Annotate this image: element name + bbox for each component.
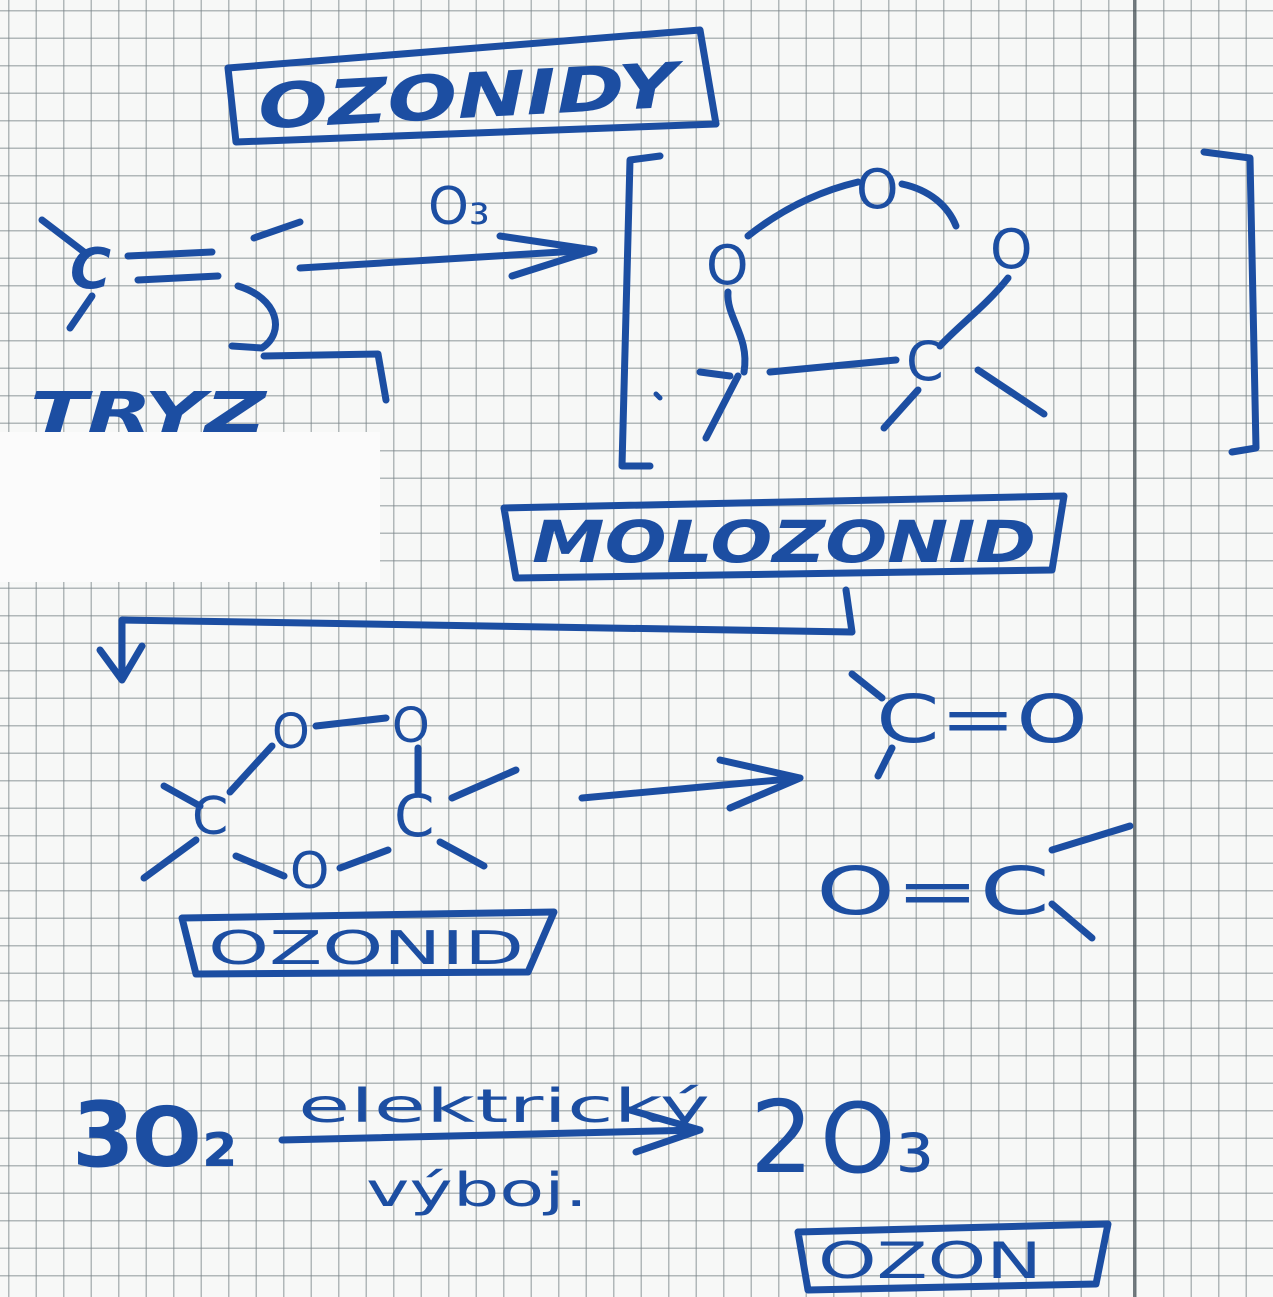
rearrangement-arrow-head [96, 642, 146, 684]
bond-c-right-down [436, 838, 488, 870]
bond-carbon-right [974, 366, 1048, 418]
bond-carbon-wedge [880, 386, 922, 432]
ozone-label-group: OZON [794, 1220, 1112, 1294]
alkene-double-bond-top [124, 248, 216, 260]
bond-o-right-to-carbon [936, 274, 1012, 350]
ozonolysis-arrow-group: O₃ [296, 177, 598, 280]
equation-arrow-head [626, 1106, 704, 1156]
bond-o-bottom-to-c-right [336, 846, 392, 872]
ozone-label-box [794, 1220, 1112, 1294]
alkene-bond-lower-left [66, 292, 96, 332]
carbonyl-top-bond-up [848, 670, 886, 702]
bond-carbon-left-up [696, 368, 734, 380]
alkene-double-bond-bottom [134, 272, 222, 284]
molozonide-oxygen-left: O [706, 234, 749, 297]
reaction-arrow-1-head [496, 232, 598, 280]
ozonide-oxygen-top-left: O [272, 704, 310, 760]
bond-carbon-left-wedge [702, 372, 742, 442]
carbonyl-product-top: C=O [848, 670, 1088, 780]
ozonide-label-box [178, 908, 558, 978]
bond-o-left-to-o-top [744, 178, 862, 240]
reaction-arrow-1 [296, 246, 598, 272]
carbonyl-product-bottom: O=C [816, 822, 1134, 942]
molozonide-oxygen-top: O [856, 158, 899, 221]
reactant-formula: O₂ [132, 1091, 238, 1186]
bond-o-left-to-carbon-left [724, 288, 749, 376]
bond-o-top-to-o-right [898, 180, 960, 230]
carbonyl-bottom-formula: O=C [816, 853, 1050, 930]
equation-arrow [278, 1126, 704, 1144]
molozonide-label: MOLOZONID [532, 508, 1036, 576]
alkene-substituent-bond [260, 350, 390, 404]
product-coefficient: 2 [750, 1079, 814, 1196]
bond-o-top-left-to-o-top-right [312, 714, 390, 730]
alkene-curved-bond [228, 282, 279, 352]
reactant-coefficient: 3 [72, 1083, 135, 1188]
bond-carbon-left-to-carbon [766, 356, 900, 376]
alkene-bond-right [250, 218, 304, 242]
ozonide-label-group: OZONID [178, 908, 558, 978]
ozonide-oxygen-top-right: O [392, 698, 430, 754]
alkene-label: TRYZ [30, 381, 268, 446]
page-margin-line [1133, 0, 1136, 1297]
bracket-right [1200, 148, 1260, 456]
molozonide-label-box [500, 492, 1068, 582]
molozonide-structure: O O O C [618, 148, 1260, 470]
carbonyl-top-formula: C=O [876, 681, 1088, 758]
product-formula: O₃ [820, 1083, 934, 1195]
bond-c-left-to-o-bottom [232, 852, 288, 880]
title-group: OZONIDY [224, 26, 720, 146]
rearrangement-arrow [118, 586, 856, 680]
bond-c-left-down [140, 836, 200, 882]
ozonide-carbon-left: C [192, 787, 228, 847]
bond-c-right-up [448, 766, 520, 802]
carbonyl-top-bond-down [874, 744, 896, 780]
condition-above: elektrický [298, 1079, 710, 1133]
cleavage-arrow [578, 774, 804, 802]
cleavage-arrow-group [578, 756, 804, 812]
carbonyl-bottom-bond-down [1048, 900, 1096, 942]
condition-below: výboj. [366, 1163, 588, 1217]
alkene-bond-upper-left [38, 216, 88, 256]
title-box [224, 26, 720, 146]
carbonyl-bottom-bond-up [1048, 822, 1134, 854]
bond-c-left-to-o-top-left [226, 742, 276, 796]
molozonide-label-group: MOLOZONID [500, 492, 1068, 582]
ozonide-carbon-right: C [394, 782, 435, 850]
bond-c-left-up [160, 782, 204, 810]
bracket-left [618, 152, 664, 470]
ozonide-label: OZONID [208, 921, 524, 975]
ozone-label: OZON [818, 1232, 1042, 1290]
rearrangement-arrow-group [96, 586, 856, 684]
bond-carbon-left-dot [653, 391, 663, 401]
alkene-structure: C TRYZ [30, 216, 390, 446]
molozonide-carbon: C [906, 330, 944, 393]
cleavage-arrow-head [716, 756, 804, 812]
ozone-equation: 3 O₂ elektrický výboj. 2 O₃ [72, 1079, 934, 1217]
blank-paper-patch [0, 432, 380, 582]
ozonide-structure: O O C C O [140, 698, 520, 900]
ozonide-oxygen-bottom: O [290, 842, 329, 900]
molozonide-oxygen-right: O [990, 218, 1033, 281]
reagent-label: O₃ [428, 177, 490, 237]
